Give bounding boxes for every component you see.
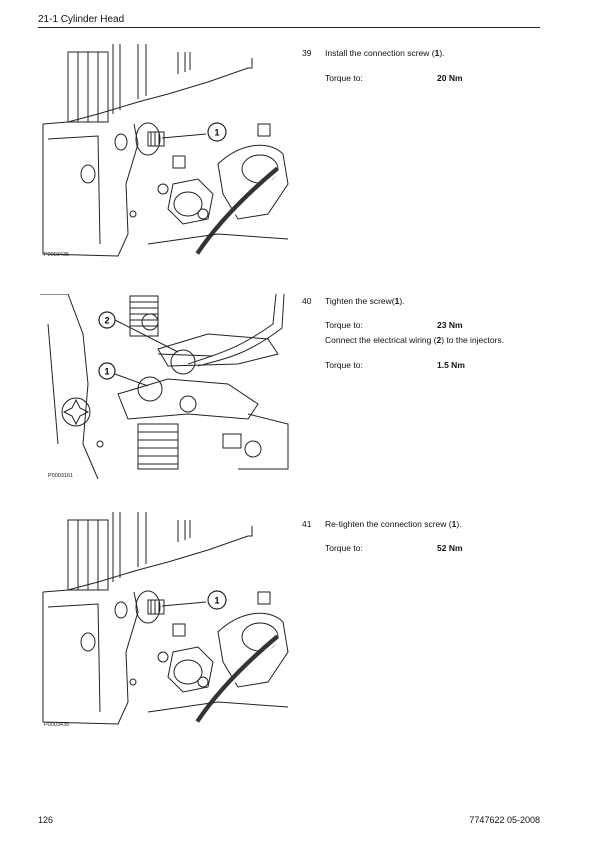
torque-label: Torque to: [325,543,363,553]
step-text-end: ). [456,519,462,529]
callout-circle [98,362,116,380]
note-text-end: ) to the injectors. [441,335,505,345]
step-note: Connect the electrical wiring (2) to the… [325,335,504,345]
callout-circle [207,122,227,142]
header-rule [38,27,540,28]
figure-3: 1 P0003435 [38,512,293,734]
figure-id: P0003435 [44,722,70,728]
injector-wiring-illustration: 2 1 [40,294,289,480]
figure-1: 1 P0003435 [38,44,293,264]
step-ref: 1 [451,519,457,529]
torque-label: Torque to: [325,73,363,83]
step-number: 41 [302,519,312,529]
step-number: 40 [302,296,312,306]
page-header-title: 21-1 Cylinder Head [38,14,125,25]
step-number: 39 [302,48,312,58]
torque-value: 20 Nm [437,73,463,83]
step-ref: 1 [394,296,400,306]
figure-id: P0003161 [48,473,74,479]
cylinder-head-illustration-2: 1 [42,512,289,725]
step-text: Re-tighten the connection screw ( [325,519,452,529]
torque-label-2: Torque to: [325,360,363,370]
torque-value: 52 Nm [437,543,463,553]
step-text-end: ). [399,296,405,306]
callout-label: 1 [214,128,219,138]
step-41: 41 Re-tighten the connection screw (1). [302,519,462,529]
document-reference: 7747622 05-2008 [469,815,540,825]
callout-label: 1 [214,596,219,606]
torque-value-2: 1.5 Nm [437,360,465,370]
step-ref: 1 [434,48,440,58]
step-40: 40 Tighten the screw(1). [302,296,405,306]
page-number: 126 [38,815,54,825]
note-text: Connect the electrical wiring ( [325,335,437,345]
cylinder-head-illustration-1: 1 [42,44,289,257]
step-text: Install the connection screw ( [325,48,435,58]
step-39: 39 Install the connection screw (1). [302,48,445,58]
figure-2: 2 1 P0003161 [38,294,293,486]
step-text: Tighten the screw( [325,296,395,306]
callout-circle [98,311,116,329]
callout-label: 1 [104,367,109,377]
torque-label: Torque to: [325,320,363,330]
torque-value: 23 Nm [437,320,463,330]
callout-circle [207,590,227,610]
step-text-end: ). [439,48,445,58]
figure-id: P0003435 [44,252,70,258]
note-ref: 2 [436,335,442,345]
callout-label: 2 [104,316,109,326]
